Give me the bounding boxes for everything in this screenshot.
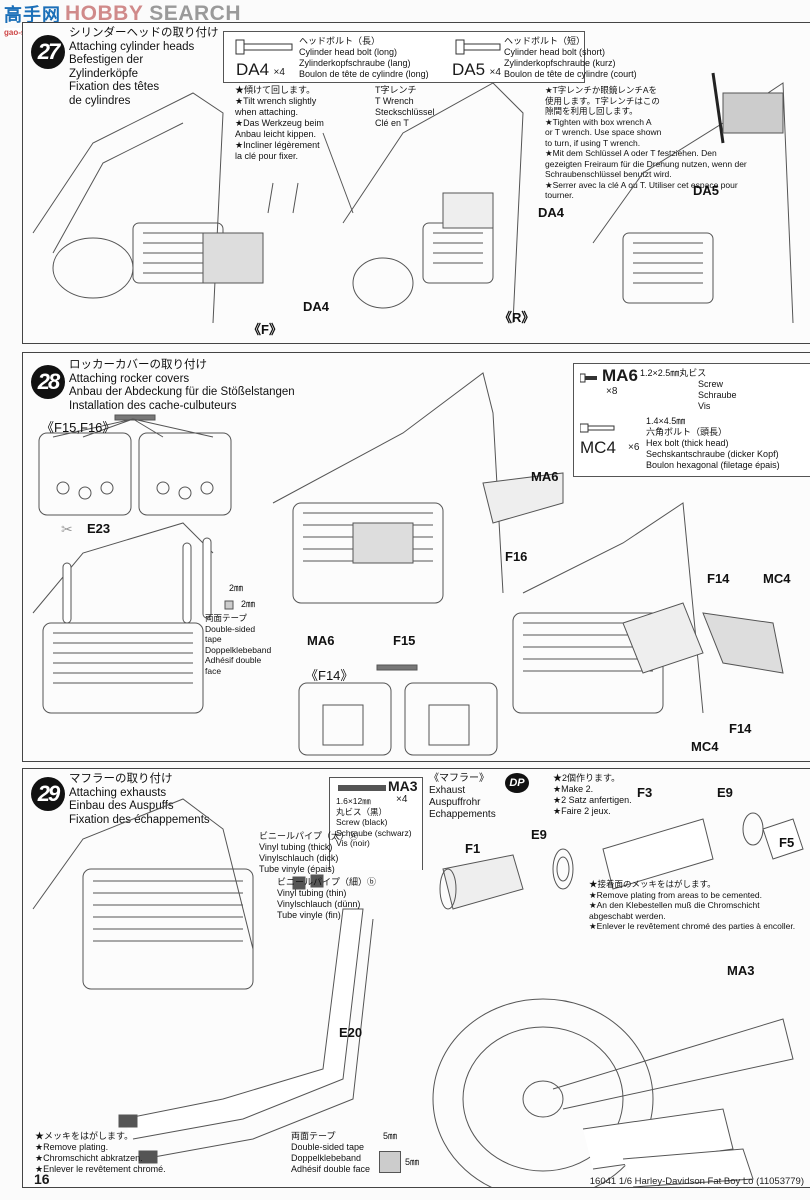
label-da4: DA4 bbox=[303, 299, 330, 314]
exhaust-title: 《マフラー》 Exhaust Auspuffrohr Echappements bbox=[429, 773, 496, 820]
vinyl-tubing-thick: ビニールパイプ（太）Ⓐ Vinyl tubing (thick) Vinylsc… bbox=[259, 831, 359, 874]
double-sided-tape-note: 両面テープ Double-sided tape Doppelklebeband … bbox=[205, 613, 272, 676]
screw-icon bbox=[338, 785, 386, 791]
label-f3: F3 bbox=[637, 785, 653, 800]
step-28-panel: 28 ロッカーカバーの取り付け Attaching rocker covers … bbox=[22, 352, 810, 762]
label-f14: F14 bbox=[707, 571, 730, 586]
label-e20: E20 bbox=[339, 1025, 363, 1040]
label-f15: F15 bbox=[393, 633, 416, 648]
part-mc4: MC4 ×6 1.4×4.5㎜ 六角ボルト（頭長） Hex bolt (thic… bbox=[579, 416, 780, 470]
exhausts-illustration bbox=[32, 798, 804, 1187]
part-da4: DA4 ×4 ヘッドボルト（長） Cylinder head bolt (lon… bbox=[235, 36, 429, 79]
label-mc4: MC4 bbox=[763, 571, 791, 586]
page-number: 16 bbox=[34, 1171, 50, 1187]
label-ma6: MA6 bbox=[531, 469, 559, 484]
label-view-f: 《F》 bbox=[248, 322, 282, 337]
t-wrench-label: T字レンチ T Wrench Steckschlüssel Clé en T bbox=[375, 85, 435, 128]
vinyl-tubing-thin: ビニールパイプ（細）ⓑ Vinyl tubing (thin) Vinylsch… bbox=[277, 877, 377, 920]
note-tilt-wrench: ★傾けて回します。 ★Tilt wrench slightly when att… bbox=[235, 85, 324, 161]
cut-icon: ✂ bbox=[61, 521, 73, 537]
step-29-panel: 29 マフラーの取り付け Attaching exhausts Einbau d… bbox=[22, 768, 810, 1188]
make-two-note: ★2個作ります。 ★Make 2. ★2 Satz anfertigen. ★F… bbox=[553, 773, 632, 816]
label-da5: DA5 bbox=[693, 183, 720, 198]
part-da5: DA5 ×4 ヘッドボルト（短） Cylinder head bolt (sho… bbox=[452, 36, 637, 79]
note-remove-plating: ★メッキをはがします。 ★Remove plating. ★Chromschic… bbox=[35, 1131, 166, 1174]
label-f14-view: 《F14》 bbox=[305, 668, 354, 683]
tape-dim-w: 2㎜ bbox=[229, 583, 244, 593]
step-27-panel: 27 シリンダーヘッドの取り付け Attaching cylinder head… bbox=[22, 22, 810, 344]
tape-swatch bbox=[379, 1151, 401, 1173]
parts-box: MA6 ×8 1.2×2.5㎜丸ビス Screw Schraube Vis MC… bbox=[573, 363, 810, 477]
step-number: 28 bbox=[31, 365, 65, 399]
parts-box: MA3 ×4 1.6×12㎜ 丸ビス（黒） Screw (black) Schr… bbox=[329, 777, 423, 870]
label-view-r: 《R》 bbox=[499, 310, 535, 325]
note-tighten: ★T字レンチか眼鏡レンチAを 使用します。T字レンチはこの 隙間を利用し回します… bbox=[545, 85, 747, 200]
rocker-covers-illustration bbox=[32, 372, 784, 756]
label-da4: DA4 bbox=[538, 205, 565, 220]
label-e23: E23 bbox=[87, 521, 111, 536]
label-mc4: MC4 bbox=[691, 739, 719, 754]
part-ma6: MA6 ×8 1.2×2.5㎜丸ビス Screw Schraube Vis bbox=[579, 366, 737, 411]
label-f14: F14 bbox=[729, 721, 752, 736]
label-f16: F16 bbox=[505, 549, 528, 564]
double-sided-tape-note: 両面テープ Double-sided tape Doppelklebeband … bbox=[291, 1131, 371, 1174]
step-number: 27 bbox=[31, 35, 65, 69]
tape-dim-h: 2㎜ bbox=[241, 599, 256, 609]
label-f1: F1 bbox=[465, 841, 481, 856]
step-title: シリンダーヘッドの取り付け Attaching cylinder heads B… bbox=[69, 27, 219, 107]
step-title: マフラーの取り付け Attaching exhausts Einbau des … bbox=[69, 773, 210, 826]
label-f5: F5 bbox=[779, 835, 795, 850]
label-f15-f16: 《F15,F16》 bbox=[41, 420, 116, 435]
watermark-site: HOBBY SEARCH bbox=[65, 2, 241, 25]
tape-dim-w: 5㎜ bbox=[383, 1131, 398, 1141]
step-title: ロッカーカバーの取り付け Attaching rocker covers Anb… bbox=[69, 359, 295, 412]
label-e9: E9 bbox=[531, 827, 547, 842]
label-e9: E9 bbox=[717, 785, 733, 800]
parts-box: DA4 ×4 ヘッドボルト（長） Cylinder head bolt (lon… bbox=[223, 31, 637, 83]
watermark-logo: 高手网 bbox=[4, 5, 61, 25]
cylinder-heads-illustration bbox=[32, 72, 794, 324]
note-remove-plating-cemented: ★接着面のメッキをはがします。 ★Remove plating from are… bbox=[589, 879, 796, 931]
step-number: 29 bbox=[31, 777, 65, 811]
label-ma6: MA6 bbox=[307, 633, 335, 648]
tape-dim-h: 5㎜ bbox=[405, 1157, 420, 1167]
hex-bolt-icon bbox=[579, 423, 615, 433]
dp-badge: DP bbox=[505, 773, 529, 793]
watermark: 高手网 HOBBY SEARCH bbox=[4, 2, 241, 26]
bolt-icon bbox=[455, 39, 501, 55]
label-ma3: MA3 bbox=[727, 963, 755, 978]
screw-icon bbox=[579, 373, 597, 383]
footer-title: 16041 1/6 Harley-Davidson Fat Boy Lo (11… bbox=[589, 1176, 804, 1187]
bolt-icon bbox=[235, 39, 293, 55]
